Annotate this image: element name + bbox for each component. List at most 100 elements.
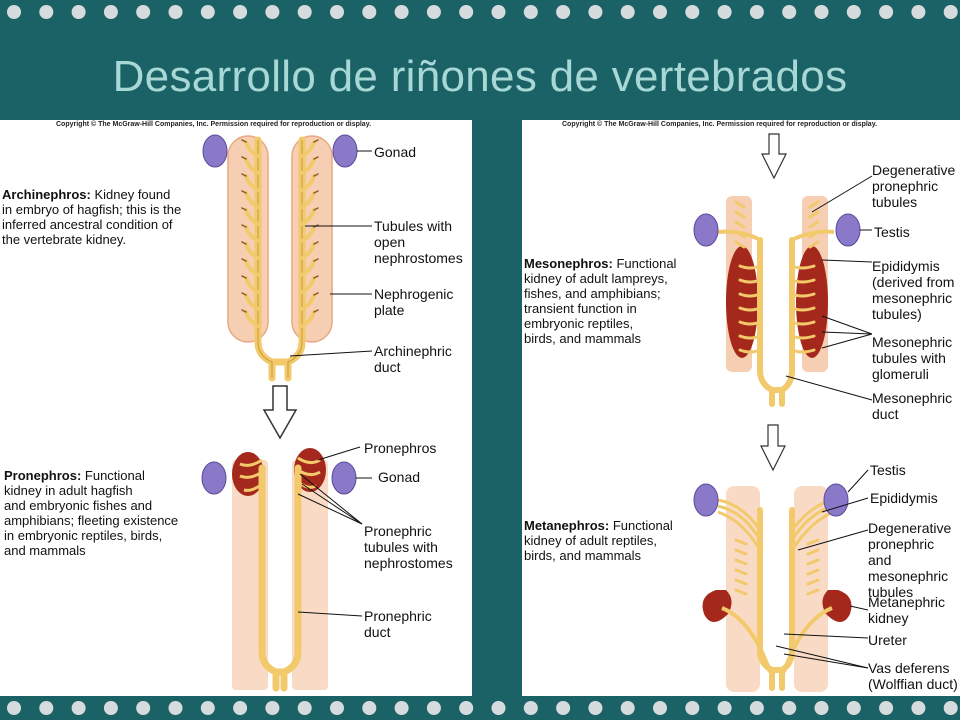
border-dot	[491, 5, 506, 19]
ureter	[721, 606, 833, 673]
border-dot	[620, 701, 635, 715]
border-dot	[717, 701, 732, 715]
mesonephric-tubule	[738, 320, 762, 326]
border-dot	[943, 701, 958, 715]
border-dot	[233, 5, 248, 19]
tubule	[244, 174, 260, 192]
border-dot	[7, 5, 21, 19]
border-dot	[265, 701, 280, 715]
tubule	[300, 242, 316, 260]
border-dot	[103, 701, 118, 715]
border-dot	[168, 5, 183, 19]
label-vas-deferens: Vas deferens (Wolffian duct)	[868, 660, 958, 692]
mesonephric-tubule	[790, 264, 816, 270]
border-dot	[7, 701, 21, 715]
degenerative-tubule	[808, 230, 820, 239]
degenerative-tubule	[734, 588, 748, 596]
archinephric-tubules	[241, 139, 319, 328]
slide-title: Desarrollo de riñones de vertebrados	[112, 52, 848, 101]
border-dot	[459, 5, 474, 19]
border-dot	[168, 701, 183, 715]
border-dot	[911, 701, 926, 715]
nephrostome	[313, 258, 319, 262]
nephrostome	[313, 309, 319, 313]
nephrostome	[241, 139, 247, 143]
border-dot	[749, 5, 764, 19]
border-dot	[911, 5, 926, 19]
label-mesonephric-duct: Mesonephric duct	[872, 390, 953, 422]
tubule	[244, 293, 260, 311]
label-gonad: Gonad	[374, 144, 417, 160]
label-pronephric-duct: Pronephric duct	[364, 608, 432, 640]
border-dot	[556, 701, 571, 715]
metanephric-kidney-right	[822, 590, 852, 622]
label-degenerative-pronephric-tubules: Degenerative pronephric tubules	[872, 162, 956, 210]
nephrostome	[241, 241, 247, 245]
nephrostome	[241, 258, 247, 262]
mesonephric-tubule	[738, 348, 762, 354]
pronephros-diagram	[201, 448, 357, 692]
border-dot	[782, 701, 797, 715]
label-metanephric-kidney: Metanephric kidney	[868, 594, 946, 626]
label-epididymis-derived: Epididymis (derived from mesonephric tub…	[872, 258, 955, 322]
mesonephric-tubules	[738, 264, 816, 354]
right-diagram	[693, 133, 873, 692]
top-dot-border	[7, 5, 958, 19]
border-dot	[426, 5, 441, 19]
tubule	[244, 310, 260, 328]
label-mesonephric-tubules: Mesonephric tubules with glomeruli	[872, 334, 953, 382]
label-degenerative-pro-meso-tubules: Degenerative pronephric and mesonephric …	[868, 520, 952, 600]
border-dot	[39, 701, 54, 715]
degenerative-tubule	[734, 220, 746, 229]
border-dot	[136, 701, 151, 715]
nephrostome	[241, 190, 247, 194]
border-dot	[394, 5, 409, 19]
left-diagram	[201, 134, 373, 692]
border-dot	[265, 5, 280, 19]
label-gonad-lower: Gonad	[378, 469, 421, 485]
label-ureter: Ureter	[868, 632, 907, 648]
nephrostome	[313, 292, 319, 296]
degenerative-tubule	[734, 578, 748, 586]
degenerative-tubule	[806, 568, 820, 576]
left-figure-panel: Copyright © The McGraw-Hill Companies, I…	[0, 120, 472, 696]
tubule	[300, 191, 316, 209]
nephrostome	[313, 139, 319, 143]
mesonephric-tubule	[738, 264, 762, 270]
degenerative-tubule	[806, 558, 820, 566]
right-figure-panel: Copyright © The McGraw-Hill Companies, I…	[522, 120, 960, 696]
label-nephrogenic-plate: Nephrogenic plate	[374, 286, 454, 318]
metanephric-kidney-left	[702, 590, 732, 622]
mesonephros-right	[796, 246, 828, 358]
label-archinephric-duct: Archinephric duct	[374, 343, 452, 375]
tubule	[300, 157, 316, 175]
border-dot	[71, 701, 86, 715]
tubule	[300, 174, 316, 192]
border-dot	[523, 701, 538, 715]
border-dot	[136, 5, 151, 19]
border-dot	[330, 5, 344, 19]
tubule	[244, 225, 260, 243]
tubule	[300, 208, 316, 226]
down-arrow-icon	[262, 385, 298, 440]
border-dot	[653, 5, 667, 19]
mesonephric-tubule	[790, 292, 816, 298]
degenerative-tubule	[806, 548, 820, 556]
border-dot	[588, 5, 603, 19]
nephrostome	[241, 156, 247, 160]
tubule	[300, 276, 316, 294]
mesonephric-tubule	[738, 278, 762, 284]
archinephros-caption: Archinephros: Kidney found in embryo of …	[2, 187, 182, 247]
border-dot	[71, 5, 86, 19]
border-dot	[200, 701, 215, 715]
gonad-left	[202, 134, 228, 168]
copyright-notice-left: Copyright © The McGraw-Hill Companies, I…	[56, 121, 372, 128]
tubule	[244, 208, 260, 226]
label-tubules-open-nephrostomes: Tubules with open nephrostomes	[374, 218, 463, 266]
label-epididymis: Epididymis	[870, 490, 938, 506]
degenerative-tubule	[734, 240, 746, 249]
label-pronephric-tubules: Pronephric tubules with nephrostomes	[364, 523, 453, 571]
border-dot	[879, 5, 894, 19]
pronephros-caption: Pronephros: Functional kidney in adult h…	[4, 468, 179, 558]
border-dot	[426, 701, 441, 715]
